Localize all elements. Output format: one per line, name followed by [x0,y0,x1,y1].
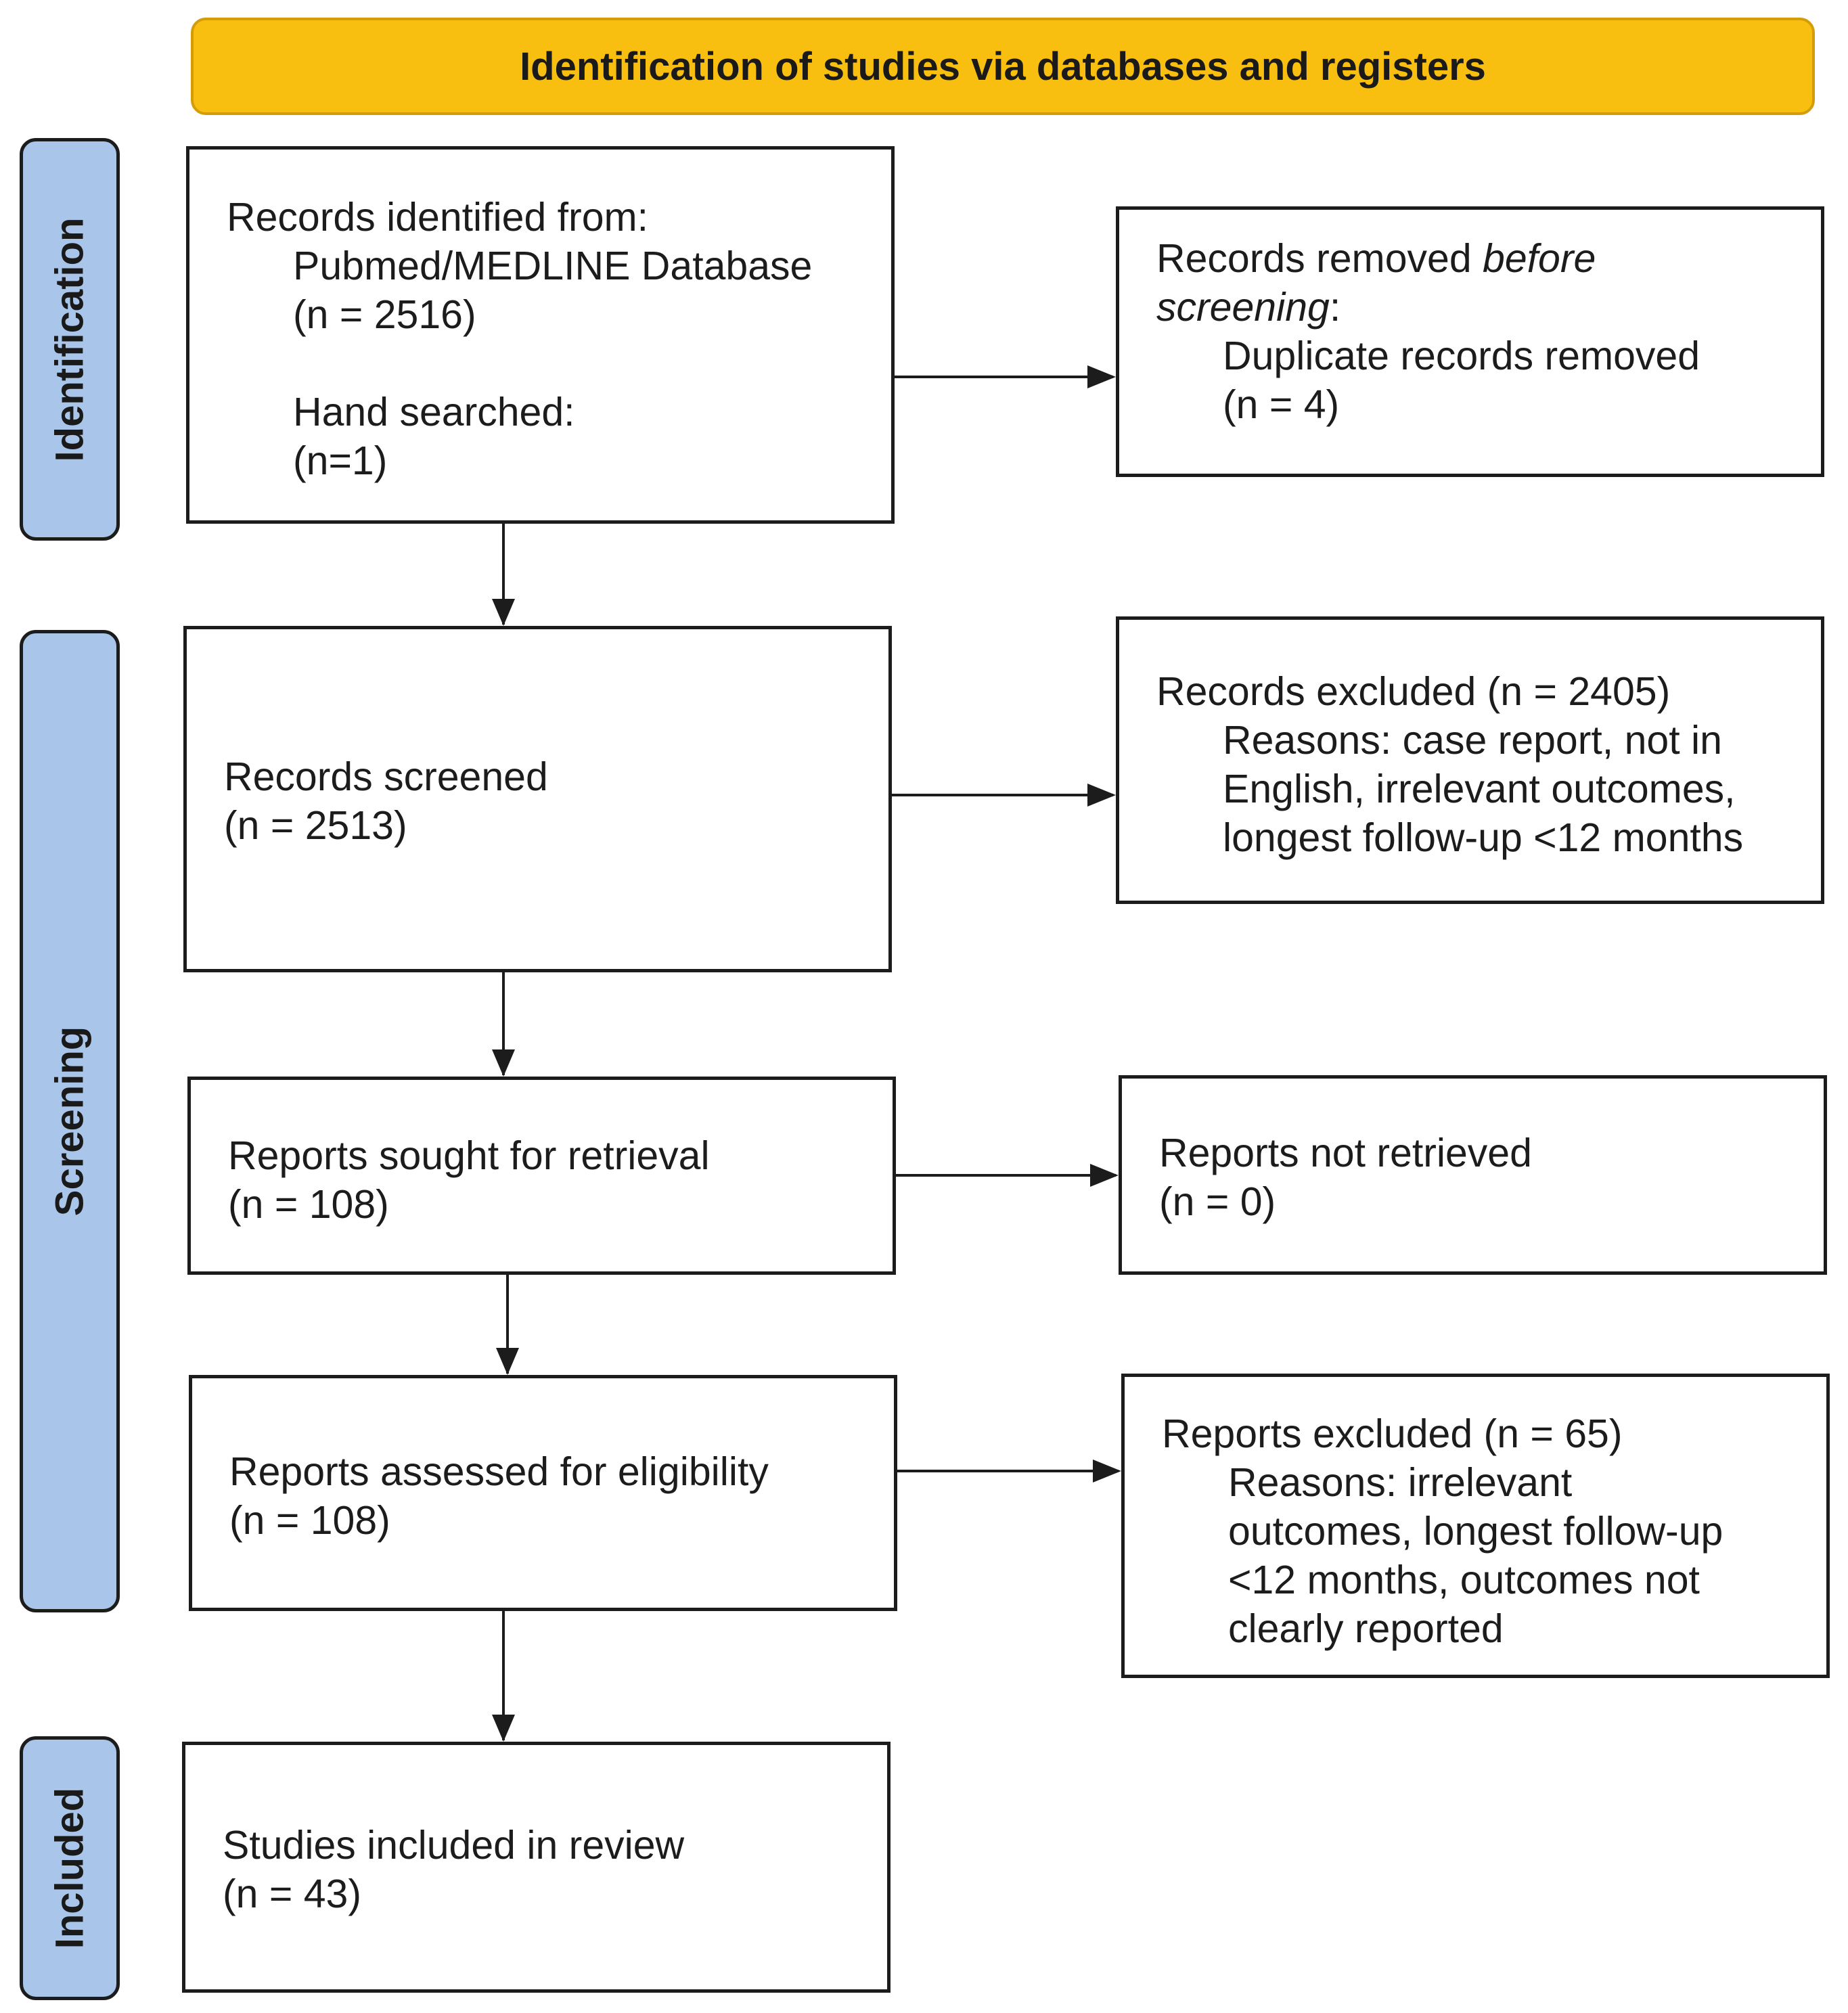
reports-assessed-n: (n = 108) [229,1498,390,1543]
reports-sought-n: (n = 108) [228,1182,389,1227]
arrowhead-right-3 [1090,1164,1119,1187]
records-removed-heading-suffix: : [1329,285,1341,330]
reports-excluded-reasons-1: Reasons: irrelevant [1228,1460,1573,1505]
arrowhead-right-4 [1093,1460,1121,1483]
records-removed-n: (n = 4) [1223,382,1340,427]
records-identified-source-1-n: (n = 2516) [293,292,476,337]
header-title: Identification of studies via databases … [520,44,1486,89]
records-removed-box: Records removed before screening: Duplic… [1116,206,1824,477]
arrowhead-right-1 [1087,365,1116,388]
records-removed-reason: Duplicate records removed [1223,334,1700,378]
records-identified-source-2-n: (n=1) [293,438,388,483]
phase-included: Included [20,1736,120,2000]
records-removed-heading: Records removed before [1156,234,1821,283]
reports-excluded-box: Reports excluded (n = 65) Reasons: irrel… [1121,1374,1830,1678]
records-screened-box: Records screened (n = 2513) [183,626,892,972]
records-excluded-heading: Records excluded (n = 2405) [1156,669,1671,714]
records-removed-heading-prefix: Records removed [1156,236,1483,281]
records-removed-heading-emphasis-2: screening [1156,285,1330,330]
reports-sought-label: Reports sought for retrieval [228,1133,710,1178]
phase-screening: Screening [20,630,120,1612]
records-identified-box: Records identified from: Pubmed/MEDLINE … [186,146,895,524]
records-screened-n: (n = 2513) [224,803,407,848]
records-excluded-box: Records excluded (n = 2405) Reasons: cas… [1116,616,1824,904]
records-identified-source-1: Pubmed/MEDLINE Database [293,244,813,288]
arrowhead-down-2 [492,1049,515,1077]
reports-excluded-reasons-3: <12 months, outcomes not [1228,1558,1700,1602]
header-banner: Identification of studies via databases … [191,18,1815,115]
records-identified-source-2: Hand searched: [293,390,575,434]
arrowhead-down-1 [492,599,515,626]
phase-identification: Identification [20,138,120,541]
studies-included-label: Studies included in review [223,1823,685,1868]
reports-assessed-label: Reports assessed for eligibility [229,1449,769,1494]
reports-not-retrieved-n: (n = 0) [1159,1179,1276,1224]
reports-sought-box: Reports sought for retrieval (n = 108) [187,1077,896,1275]
reports-excluded-reasons-2: outcomes, longest follow-up [1228,1509,1723,1554]
studies-included-n: (n = 43) [223,1872,361,1916]
reports-excluded-reasons-4: clearly reported [1228,1606,1504,1651]
records-removed-heading-line-2: screening: [1156,283,1821,332]
reports-not-retrieved-box: Reports not retrieved (n = 0) [1119,1075,1827,1275]
reports-excluded-heading: Reports excluded (n = 65) [1162,1411,1623,1456]
arrowhead-right-2 [1087,784,1116,807]
reports-not-retrieved-label: Reports not retrieved [1159,1131,1532,1175]
records-excluded-reasons-2: English, irrelevant outcomes, [1223,767,1736,811]
records-identified-heading: Records identified from: [227,195,649,240]
arrowhead-down-3 [496,1348,519,1375]
reports-assessed-box: Reports assessed for eligibility (n = 10… [189,1375,897,1611]
studies-included-box: Studies included in review (n = 43) [182,1742,891,1993]
records-excluded-reasons-3: longest follow-up <12 months [1223,815,1744,860]
records-screened-label: Records screened [224,754,548,799]
arrowhead-down-4 [492,1715,515,1742]
records-excluded-reasons-1: Reasons: case report, not in [1223,718,1722,763]
records-removed-heading-emphasis: before [1483,236,1596,281]
